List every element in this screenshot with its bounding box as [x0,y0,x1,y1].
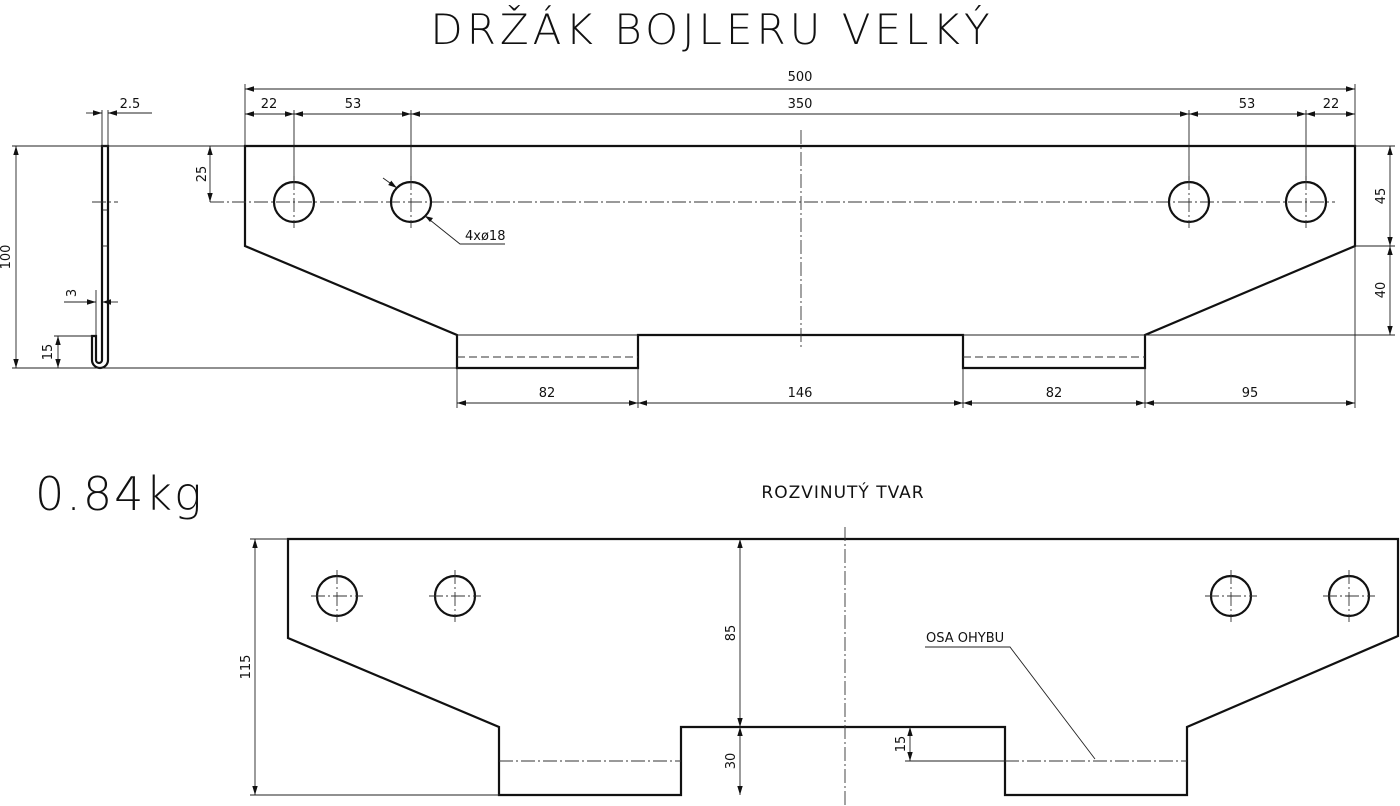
front-view: 500 22 53 350 53 22 82 146 82 95 25 45 [195,70,1395,408]
dim-bottom-1: 82 [539,386,556,401]
dim-bend-offset: 15 [894,736,909,753]
dim-top-4: 53 [1239,97,1256,112]
dim-bottom-2: 146 [788,386,813,401]
dim-hole-offset: 25 [195,166,210,183]
dim-top-2: 53 [345,97,362,112]
mass-label: 0.84kg [35,467,204,521]
hole-callout: 4xø18 [465,229,505,244]
dim-thickness: 2.5 [120,97,141,112]
flat-pattern-view: 115 85 30 15 OSA OHYBU [239,527,1400,806]
dim-bottom-4: 95 [1242,386,1259,401]
mounting-holes [272,176,1328,228]
dim-right-2: 40 [1374,282,1389,299]
dim-bottom-3: 82 [1046,386,1063,401]
drawing-title: DRŽÁK BOJLERU VELKÝ [430,4,993,54]
flat-holes [311,570,1375,622]
bend-axis-label: OSA OHYBU [926,631,1004,646]
dim-top-3: 350 [788,97,813,112]
dim-top-1: 22 [261,97,278,112]
dim-flat-upper: 85 [724,625,739,642]
unfolded-shape-title: ROZVINUTÝ TVAR [761,481,924,503]
dim-right-1: 45 [1374,188,1389,205]
dim-top-5: 22 [1323,97,1340,112]
dim-flat-lower: 30 [724,753,739,770]
dim-hook-height: 15 [41,344,56,361]
side-view: 2.5 100 3 15 [0,97,457,370]
dim-flat-height: 115 [239,655,254,680]
dim-overall-width: 500 [788,70,813,85]
dim-height-side: 100 [0,245,14,270]
dim-hook-gap: 3 [65,289,80,297]
